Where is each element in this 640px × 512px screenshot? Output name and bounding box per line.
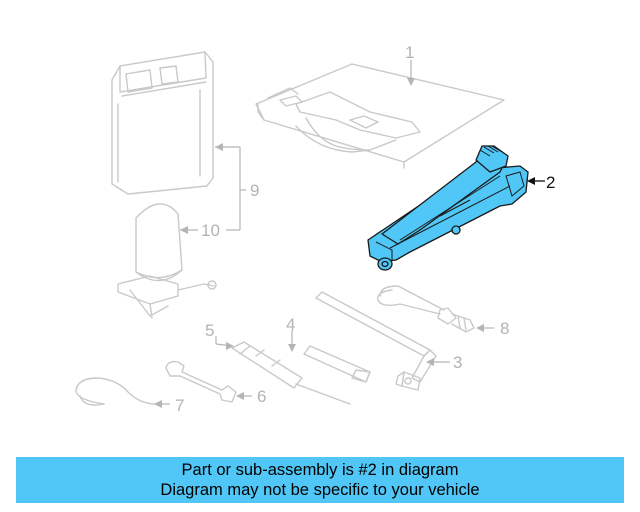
callout-3: 3 (453, 353, 462, 372)
callout-9: 9 (250, 181, 259, 200)
bracket-9-10 (180, 143, 246, 234)
banner-line-2: Diagram may not be specific to your vehi… (160, 481, 480, 499)
hook-part-7 (75, 377, 157, 406)
wrench-part-6 (165, 360, 237, 403)
lug-wrench-part-3 (315, 291, 437, 391)
parts-diagram: 1 2 3 4 5 6 7 8 9 10 (75, 43, 555, 415)
callout-4: 4 (286, 315, 295, 334)
callout-5: 5 (205, 321, 214, 340)
callout-2: 2 (546, 173, 555, 192)
callout-6: 6 (257, 387, 266, 406)
callout-7: 7 (175, 396, 184, 415)
diagram-notice-banner: Part or sub-assembly is #2 in diagram Di… (16, 457, 624, 503)
callout-10: 10 (201, 221, 220, 240)
banner-line-1: Part or sub-assembly is #2 in diagram (181, 461, 459, 479)
screwdriver-part-5 (231, 341, 351, 405)
tool-bag-part-10 (117, 203, 217, 319)
tool-case-part-9 (111, 51, 214, 195)
floor-tray-part-1 (255, 63, 505, 169)
jack-part-2 (367, 145, 529, 271)
callout-1: 1 (405, 43, 414, 62)
callout-8: 8 (500, 319, 509, 338)
tow-hook-part-8 (377, 285, 475, 333)
jack-rail (367, 165, 529, 263)
extension-part-4 (303, 345, 371, 383)
